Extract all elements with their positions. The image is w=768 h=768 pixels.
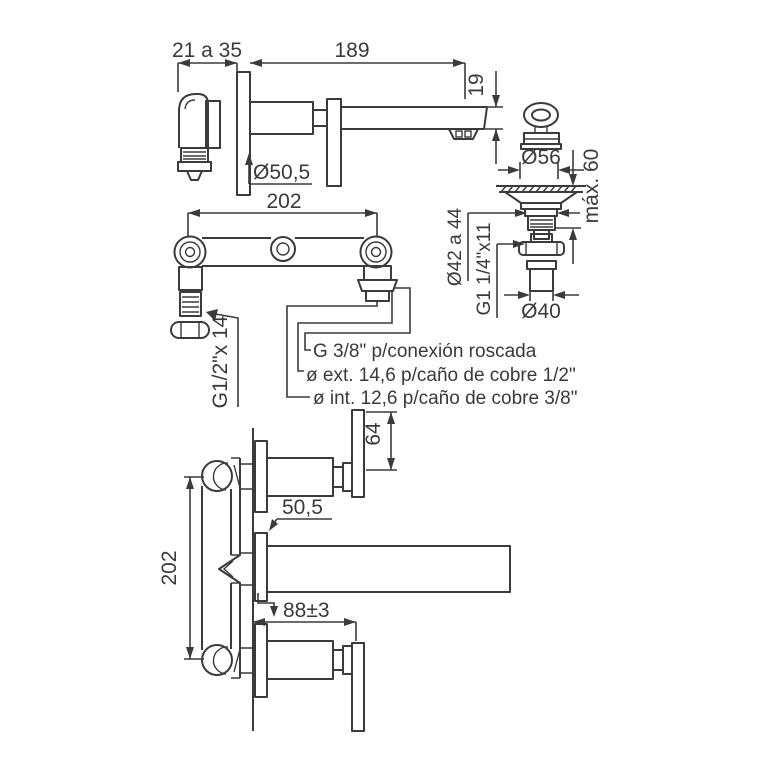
dim-label-escutcheon-diameter: 50,5 <box>282 496 323 519</box>
dim-label-hole-diameter: Ø42 a 44 <box>445 207 466 286</box>
dim-tail-diameter: Ø40 <box>504 287 579 323</box>
top-valve-handle <box>351 409 365 498</box>
right-union <box>357 235 398 302</box>
elbow-fitting <box>177 93 221 181</box>
dim-handle-length: 64 <box>362 411 397 471</box>
dim-hole-diameter: Ø42 a 44 <box>445 207 580 286</box>
manifold-front-view: 202 G1/2"x 14 G 3/8" p/conexión roscada … <box>170 190 577 409</box>
dim-label-valve-centers: 202 <box>158 550 181 585</box>
dim-label-tail-diameter: Ø40 <box>521 300 561 323</box>
dim-manifold-width: 202 <box>187 190 378 236</box>
body-step <box>312 109 328 127</box>
connection-notes: G 3/8" p/conexión roscada ø ext. 14,6 p/… <box>306 341 577 409</box>
dim-label-manifold-width: 202 <box>266 190 301 213</box>
dim-projection: 88±3 <box>253 593 357 641</box>
dim-spout-length: 189 <box>250 39 466 99</box>
top-valve <box>266 409 365 498</box>
dim-plug-diameter: Ø56 <box>498 146 584 179</box>
spout-tube <box>340 106 488 130</box>
bottom-valve-handle <box>351 642 365 732</box>
dim-label-plug-diameter: Ø56 <box>521 146 561 169</box>
spout-escutcheon <box>254 532 268 602</box>
spout-side-view: 21 a 35 189 19 Ø50,5 <box>172 39 503 196</box>
installation-side-view: 202 64 50,5 88±3 <box>158 409 511 732</box>
manifold-bar <box>202 237 364 267</box>
mixer-body <box>249 101 314 135</box>
dim-label-offset-range: 21 a 35 <box>172 39 242 62</box>
wall-plate-edge <box>236 71 251 196</box>
concealed-manifold-body <box>201 457 255 679</box>
drain-plug-with-ring <box>520 102 562 150</box>
drain-locknut <box>518 233 565 256</box>
bottom-valve <box>266 640 365 732</box>
note-leader-lines <box>286 287 411 398</box>
drain-flange <box>496 185 586 240</box>
dim-offset-range: 21 a 35 <box>172 39 242 92</box>
drain-assembly-view: Ø56 máx. 60 Ø42 a 44 G1 1/4"x1 <box>445 102 603 323</box>
dim-left-thread: G1/2"x 14 <box>206 309 239 408</box>
note-copper-pipe-ext: ø ext. 14,6 p/caño de cobre 1/2" <box>306 365 576 386</box>
dim-label-flange-diameter: Ø50,5 <box>253 161 310 184</box>
spout-projection <box>266 545 511 593</box>
drain-tailpiece <box>526 260 557 292</box>
dim-flange-diameter: Ø50,5 <box>245 153 312 185</box>
dim-label-max-wall: máx. 60 <box>580 149 603 224</box>
top-valve-escutcheon <box>254 440 268 513</box>
dim-escutcheon-diameter: 50,5 <box>269 496 332 531</box>
bottom-valve-escutcheon <box>254 623 268 698</box>
dim-label-handle-length: 64 <box>362 422 385 446</box>
note-copper-pipe-int: ø int. 12,6 p/caño de cobre 3/8" <box>313 388 577 409</box>
left-union <box>170 235 210 339</box>
dim-drain-thread: G1 1/4"x11 <box>474 222 525 318</box>
dim-max-wall-thickness: máx. 60 <box>556 149 603 264</box>
dim-spout-height: 19 <box>465 71 503 164</box>
dim-label-projection: 88±3 <box>283 599 330 622</box>
center-outlet <box>270 236 296 262</box>
dim-valve-centers: 202 <box>158 476 204 660</box>
dim-label-spout-height: 19 <box>465 73 488 96</box>
note-thread-spec: G 3/8" p/conexión roscada <box>313 341 537 362</box>
dim-label-drain-thread: G1 1/4"x11 <box>474 222 495 315</box>
dim-label-left-thread: G1/2"x 14 <box>209 315 232 408</box>
dim-label-spout-length: 189 <box>334 39 369 62</box>
spout-flange <box>326 98 342 187</box>
aerator <box>448 128 479 140</box>
